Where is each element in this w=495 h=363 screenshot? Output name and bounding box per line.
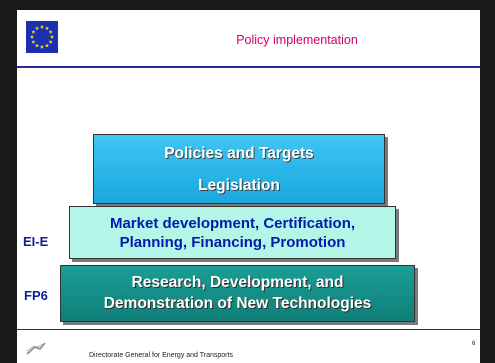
page-title: Policy implementation — [236, 33, 358, 47]
rdd-line-1: Research, Development, and — [131, 274, 344, 291]
flag-star — [31, 29, 36, 34]
market-line-1: Market development, Certification, — [109, 215, 356, 232]
rdd-line-2: Demonstration of New Technologies — [103, 295, 372, 312]
policies-block: Policies and Targets Legislation — [93, 134, 385, 204]
fp6-label: FP6 — [24, 288, 48, 303]
header-divider — [17, 66, 480, 68]
flag-star — [40, 24, 44, 29]
page-number: 6 — [472, 341, 476, 347]
market-line-2: Planning, Financing, Promotion — [119, 234, 346, 251]
flag-star — [31, 39, 36, 44]
market-block: Market development, Certification, Plann… — [69, 206, 396, 259]
flag-star — [30, 34, 34, 39]
policies-label: Policies and Targets — [164, 145, 314, 162]
flag-star — [35, 43, 39, 48]
slide: Policy implementation Policies and Targe… — [17, 10, 480, 363]
eu-flag-icon — [26, 21, 58, 53]
dg-tren-logo-icon — [26, 342, 46, 355]
footer-divider — [17, 329, 480, 330]
footer-text: Directorate General for Energy and Trans… — [89, 352, 233, 359]
legislation-label: Legislation — [198, 177, 280, 194]
flag-star — [50, 34, 54, 39]
flag-star — [45, 43, 49, 48]
flag-star — [35, 26, 39, 31]
flag-star — [48, 29, 53, 34]
rdd-block: Research, Development, and Demonstration… — [60, 265, 415, 322]
eie-label: EI-E — [23, 234, 49, 249]
flag-star — [48, 39, 53, 44]
flag-star — [45, 26, 49, 31]
flag-star — [40, 44, 44, 49]
